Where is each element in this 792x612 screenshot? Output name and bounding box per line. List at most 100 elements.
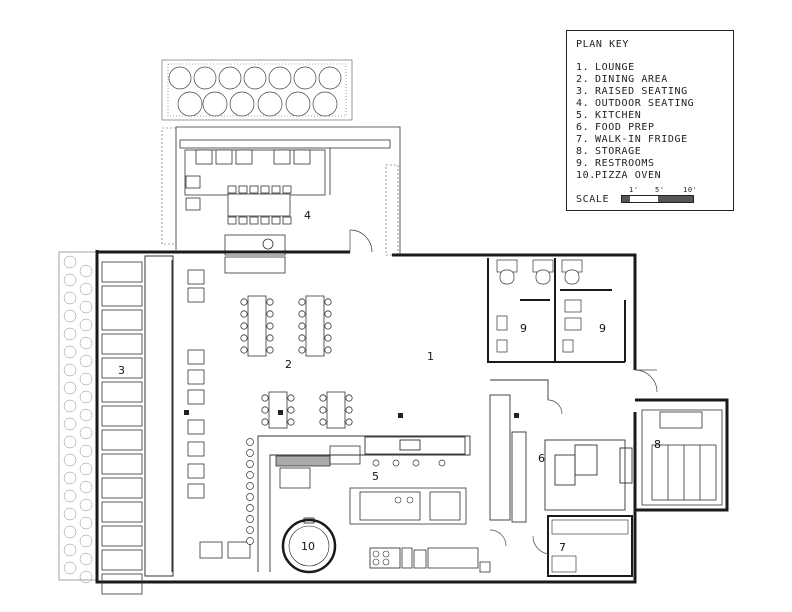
raised-platform [144,255,174,577]
scale-seg-2 [630,196,658,202]
booth-table [101,573,143,595]
dining-chair [261,418,269,426]
bar-stool [246,438,254,446]
dining-chair [298,334,306,342]
bar-counter [257,435,471,572]
plan-key-item-number: 10. [576,170,596,181]
dining-chair [187,269,205,285]
dining-booths [187,269,251,559]
dining-chair [287,418,295,426]
dining-chair [319,418,327,426]
booth-table [101,333,143,355]
plan-key-item: 10.PIZZA OVEN [576,170,694,182]
plant-icon [79,390,93,404]
bar-stools [246,438,446,545]
exterior-walls [95,250,729,584]
outdoor-chair [273,149,291,165]
plant-icon [63,489,77,503]
dining-tables [240,295,353,429]
doors [349,229,658,555]
dining-chair [298,346,306,354]
room-label-kitchen: 5 [372,470,379,483]
outdoor-chair [260,216,270,225]
plant-icon [63,309,77,323]
pizza-oven [281,517,337,574]
bar-stool [246,537,254,545]
plan-key-item-number: 8. [576,146,590,157]
dining-chair [298,322,306,330]
plant-icon [63,453,77,467]
dining-chair [240,310,248,318]
dining-chair [324,334,332,342]
plan-key-item-number: 3. [576,86,590,97]
plant-icon [63,435,77,449]
dining-chair [187,463,205,479]
plant-icon [79,462,93,476]
dining-chair [324,346,332,354]
plan-key-item: 6.FOOD PREP [576,122,694,134]
plant-icon [79,570,93,584]
plan-key-item-number: 6. [576,122,590,133]
dining-chair [261,406,269,414]
tree-icon [257,91,283,117]
plan-key-title: PLAN KEY [576,39,629,50]
dining-chair [324,322,332,330]
plan-key-item: 3.RAISED SEATING [576,86,694,98]
room-label-food-prep: 6 [538,452,545,465]
booth-table [101,405,143,427]
outdoor-table [227,193,291,217]
scale-seg-1 [622,196,630,202]
scale-tick-10: 10' [683,186,698,194]
bar-stool [246,460,254,468]
room-label-outdoor-seating: 4 [304,209,311,222]
dining-chair [187,389,205,405]
plan-key-item-name: LOUNGE [595,62,635,73]
booth-table [101,501,143,523]
room-label-dining: 2 [285,358,292,371]
plan-key-item-name: KITCHEN [595,110,642,121]
dining-chair [199,541,223,559]
bar-stool [246,449,254,457]
outdoor-chair [195,149,213,165]
burner-icon [372,558,380,566]
dining-chair [319,406,327,414]
bar-stool [412,459,420,467]
dining-table [326,391,346,429]
plan-key-item-number: 7. [576,134,590,145]
plant-icon [79,534,93,548]
plant-icon [63,543,77,557]
scale-bar [621,195,694,203]
tree-icon [218,66,242,90]
dining-chair [287,394,295,402]
dining-chair [227,541,251,559]
dining-chair [345,418,353,426]
bar-stool [372,459,380,467]
dining-table [247,295,267,357]
outdoor-chair [227,216,237,225]
outdoor-chair [185,175,201,189]
plan-key-item: 7. WALK-IN FRIDGE [576,134,694,146]
room-label-storage: 8 [654,438,661,451]
plant-icon [63,345,77,359]
room-label-lounge: 1 [427,350,434,363]
outdoor-furniture [185,149,311,250]
outdoor-chair [293,149,311,165]
outdoor-chair [238,216,248,225]
storage-room [641,409,723,506]
burner-icon [406,496,414,504]
plant-icon [63,471,77,485]
plant-icon [63,273,77,287]
plan-key-item-name: WALK-IN FRIDGE [595,134,688,145]
restrooms [487,258,626,363]
outdoor-chair [249,216,259,225]
tree-icon [293,66,317,90]
plan-key-item-name: PIZZA OVEN [595,170,662,181]
outdoor-chair [227,185,237,194]
outdoor-chair [271,185,281,194]
dining-chair [266,334,274,342]
dining-chair [298,310,306,318]
plan-key-item-number: 9. [576,158,590,169]
kitchen-equipment [275,445,491,573]
plant-icon [79,336,93,350]
